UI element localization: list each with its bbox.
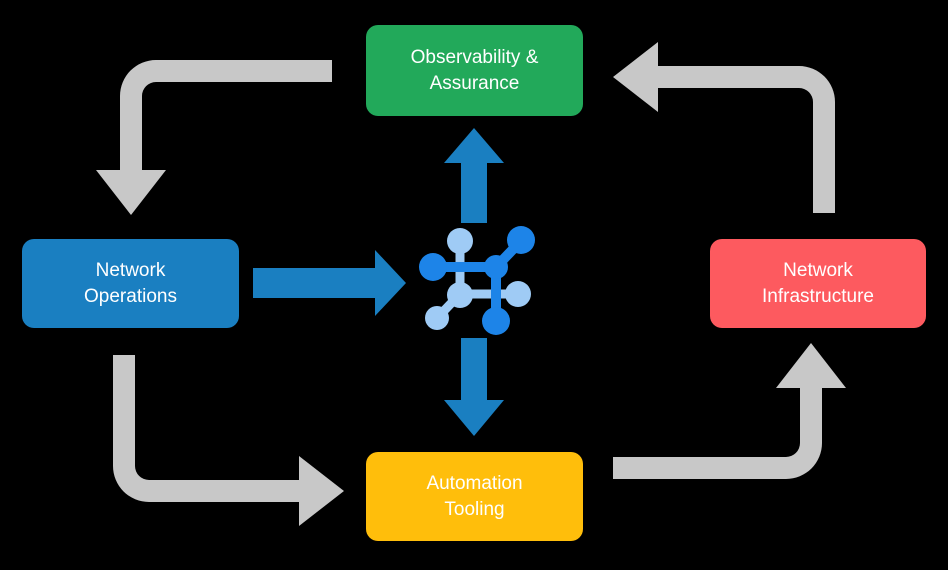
icon-nodes-secondary [425,228,531,330]
arrow-center-to-observability [446,130,490,222]
arrow-center-to-automation-shape [444,338,504,436]
arrow-operations-to-automation [113,355,344,526]
arrow-center-to-observability-shape [444,128,504,223]
node-observability-assurance[interactable]: Observability & Assurance [366,25,583,116]
arrow-automation-to-infrastructure [613,343,846,479]
node-network-operations[interactable]: Network Operations [22,239,239,328]
arrow-operations-to-center [253,250,406,316]
icon-nodes-primary [419,226,535,335]
network-topology-icon [419,226,535,335]
node-automation-tooling[interactable]: Automation Tooling [366,452,583,541]
arrow-observability-to-operations [96,60,332,215]
node-network-infrastructure[interactable]: Network Infrastructure [710,239,926,328]
arrow-infrastructure-to-observability [613,42,835,213]
